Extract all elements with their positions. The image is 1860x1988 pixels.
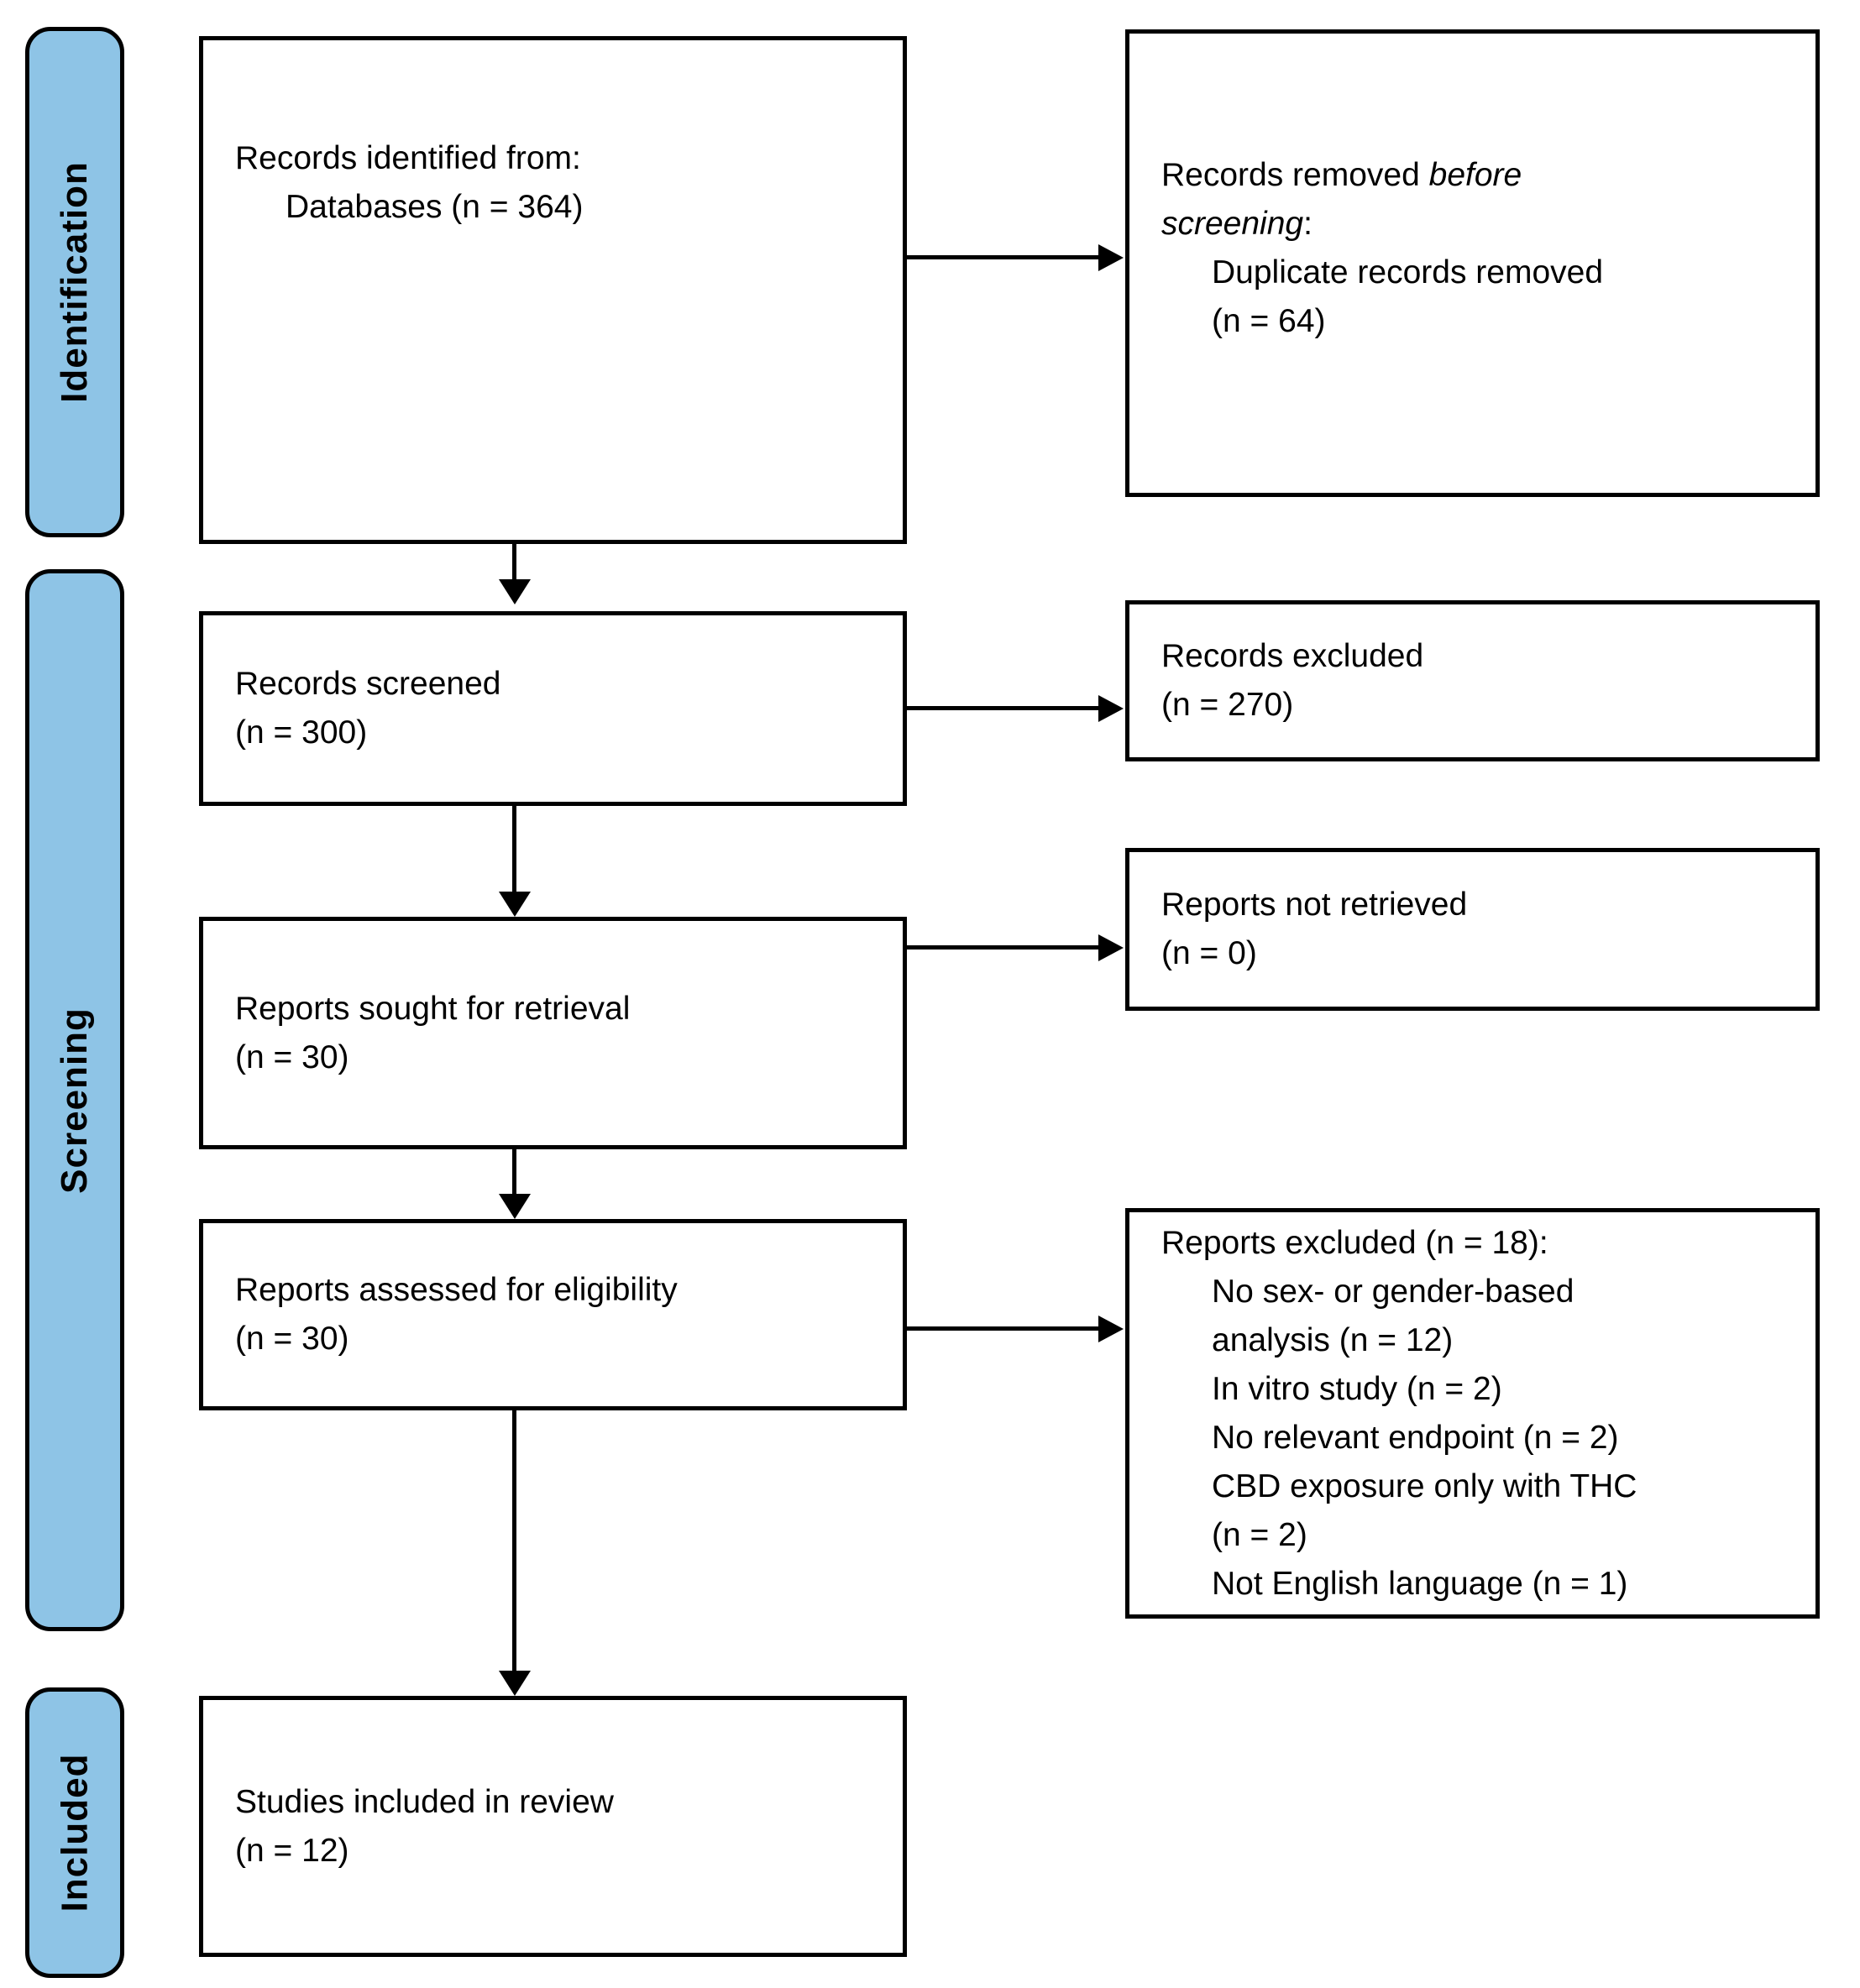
box-line: Not English language (n = 1)	[1212, 1565, 1628, 1602]
box-records-screened: Records screened (n = 300)	[199, 611, 907, 806]
box-line-italic: before	[1428, 157, 1522, 193]
box-line: Studies included in review	[235, 1783, 614, 1820]
box-reports-excluded: Reports excluded (n = 18): No sex- or gen…	[1125, 1208, 1820, 1619]
box-line: (n = 0)	[1161, 935, 1257, 971]
box-records-identified: Records identified from: Databases (n = 3…	[199, 36, 907, 544]
box-line-italic: screening	[1161, 206, 1304, 242]
stage-bar-identification: Identification	[25, 27, 124, 537]
box-line: (n = 30)	[235, 1038, 349, 1075]
stage-label-screening: Screening	[54, 1007, 95, 1194]
arrow-assessed-to-included	[512, 1410, 516, 1671]
box-line: Reports assessed for eligibility	[235, 1272, 678, 1308]
box-reports-assessed: Reports assessed for eligibility (n = 30)	[199, 1219, 907, 1410]
box-line: Records excluded	[1161, 638, 1424, 674]
stage-bar-included: Included	[25, 1687, 124, 1978]
box-line: Duplicate records removed	[1212, 254, 1604, 290]
stage-label-identification: Identification	[54, 161, 95, 403]
box-line: screening:	[1161, 200, 1792, 248]
arrow-screened-to-excluded	[907, 706, 1098, 710]
box-line: No sex- or gender-based	[1212, 1273, 1574, 1310]
box-line: (n = 270)	[1161, 687, 1294, 723]
box-line: In vitro study (n = 2)	[1212, 1370, 1502, 1407]
arrow-identified-to-screened	[512, 544, 516, 579]
box-line: (n = 64)	[1212, 303, 1326, 339]
box-reports-sought: Reports sought for retrieval (n = 30)	[199, 917, 907, 1149]
box-line: Reports sought for retrieval	[235, 990, 631, 1027]
arrow-identified-to-removed	[907, 255, 1098, 259]
box-records-removed-before-screening: Records removed before screening: Duplic…	[1125, 29, 1820, 497]
box-line-text: Records removed	[1161, 157, 1429, 193]
box-line: Records screened	[235, 666, 501, 702]
box-studies-included: Studies included in review (n = 12)	[199, 1696, 907, 1957]
box-line: (n = 12)	[235, 1832, 349, 1869]
box-line: Reports excluded (n = 18):	[1161, 1224, 1548, 1261]
box-line: No relevant endpoint (n = 2)	[1212, 1419, 1619, 1456]
box-line: (n = 30)	[235, 1321, 349, 1357]
arrow-sought-to-assessed	[512, 1149, 516, 1194]
box-records-excluded: Records excluded (n = 270)	[1125, 600, 1820, 761]
arrow-screened-to-sought	[512, 806, 516, 892]
box-line: (n = 300)	[235, 714, 368, 751]
box-line: Databases (n = 364)	[286, 189, 584, 225]
box-line: (n = 2)	[1212, 1516, 1307, 1553]
stage-label-included: Included	[54, 1753, 95, 1912]
box-line: CBD exposure only with THC	[1212, 1467, 1637, 1504]
box-line-text: :	[1303, 206, 1312, 242]
box-line: Records removed before	[1161, 151, 1792, 200]
box-line: Records identified from:	[235, 140, 581, 176]
box-reports-not-retrieved: Reports not retrieved (n = 0)	[1125, 848, 1820, 1011]
box-line: analysis (n = 12)	[1212, 1321, 1454, 1358]
box-line-group: Duplicate records removed (n = 64)	[1161, 248, 1792, 346]
stage-bar-screening: Screening	[25, 569, 124, 1631]
arrow-assessed-to-excluded	[907, 1326, 1098, 1331]
arrow-sought-to-not-retrieved	[907, 945, 1098, 950]
box-line: Reports not retrieved	[1161, 887, 1468, 923]
